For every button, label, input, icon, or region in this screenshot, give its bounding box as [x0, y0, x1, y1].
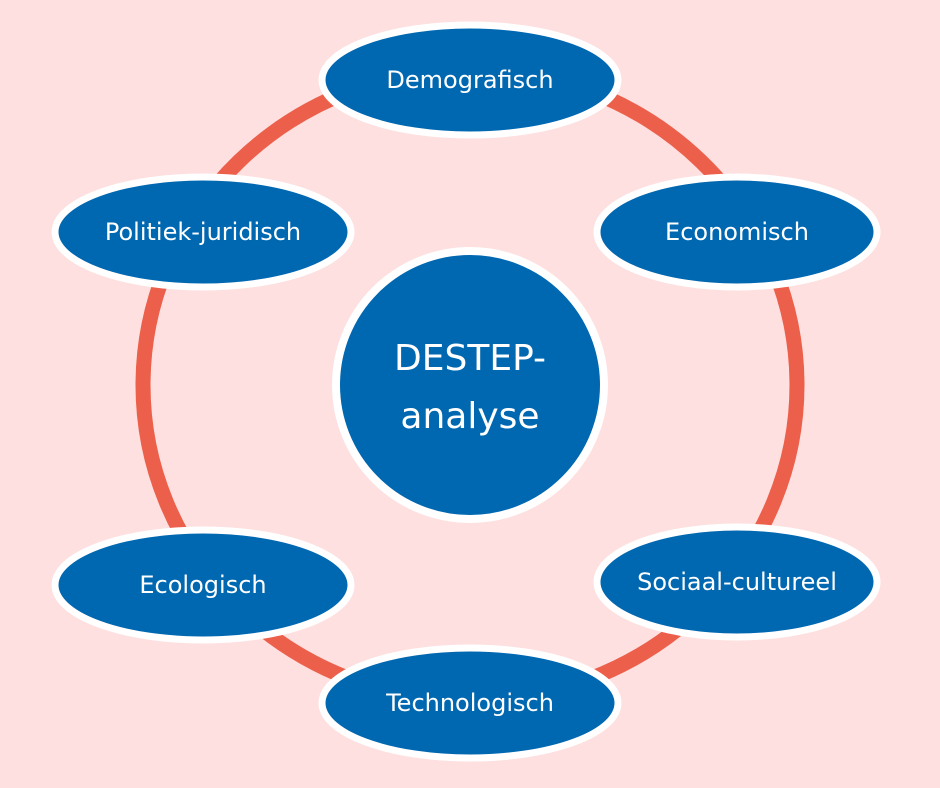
node-ellipse	[51, 173, 355, 291]
node-ellipse	[51, 526, 355, 644]
node-ellipse	[593, 523, 881, 641]
node-ellipse	[593, 173, 881, 291]
node-ecologisch: Ecologisch	[51, 526, 355, 644]
node-label: Sociaal-cultureel	[637, 568, 837, 596]
node-label: Politiek-juridisch	[105, 218, 301, 246]
node-label: Technologisch	[385, 689, 554, 717]
node-label: Demografisch	[386, 66, 553, 94]
center-circle	[332, 247, 608, 523]
node-technologisch: Technologisch	[318, 644, 622, 762]
node-label: Economisch	[665, 218, 809, 246]
node-politiek-juridisch: Politiek-juridisch	[51, 173, 355, 291]
node-economisch: Economisch	[593, 173, 881, 291]
center-label-line1: DESTEP-	[394, 338, 546, 379]
node-demografisch: Demografisch	[318, 21, 622, 139]
center-label-line2: analyse	[400, 396, 539, 437]
node-ellipse	[318, 21, 622, 139]
center-node: DESTEP- analyse	[332, 247, 608, 523]
node-label: Ecologisch	[139, 571, 266, 599]
node-ellipse	[318, 644, 622, 762]
node-sociaal-cultureel: Sociaal-cultureel	[593, 523, 881, 641]
